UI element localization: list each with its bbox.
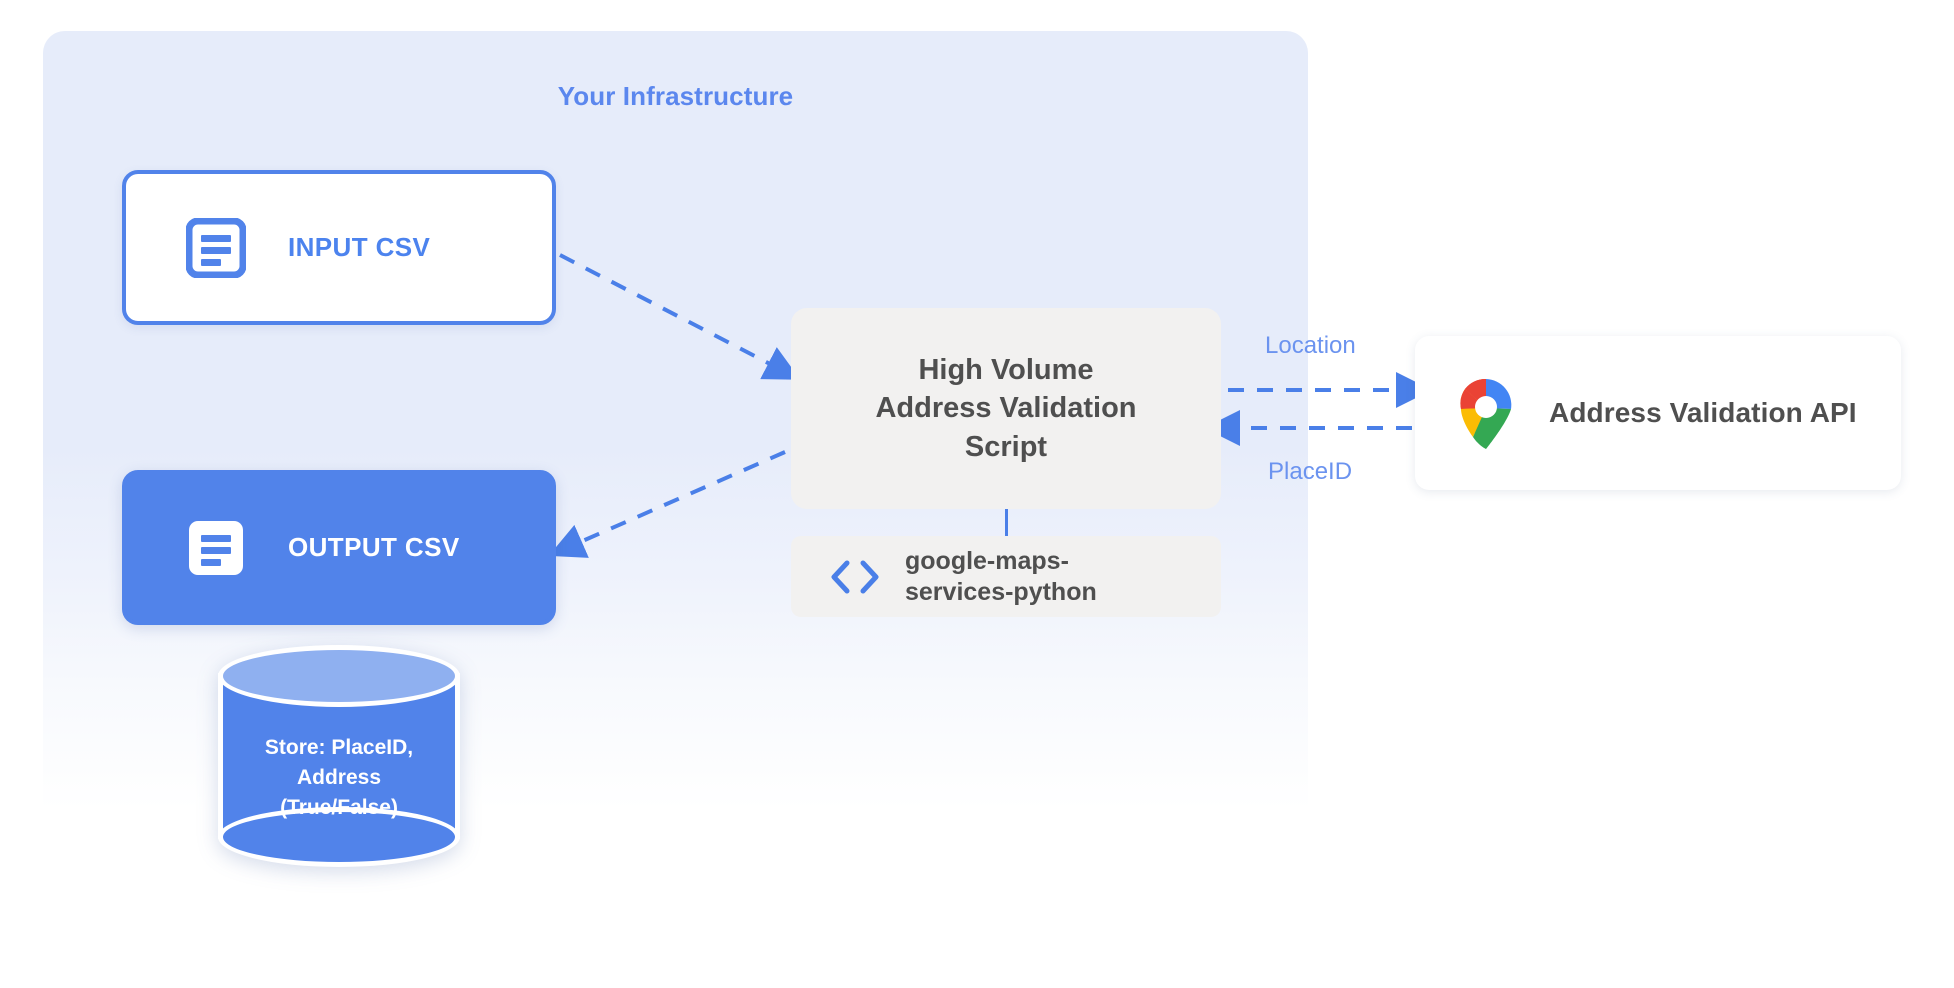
library-line-1: google-maps- — [905, 547, 1069, 575]
script-line-3: Script — [964, 430, 1048, 463]
google-maps-pin-icon — [1455, 377, 1517, 449]
panel-title: Your Infrastructure — [557, 81, 794, 111]
script-library-connector — [1005, 509, 1008, 537]
script-line-1: High Volume — [918, 354, 1094, 387]
node-output-csv[interactable]: OUTPUT CSV — [122, 470, 556, 625]
node-label-output-csv: OUTPUT CSV — [288, 532, 460, 562]
node-label-api: Address Validation API — [1549, 397, 1857, 428]
script-line-2: Address Validation — [875, 392, 1137, 425]
node-label-library: google-maps- services-python — [905, 546, 1097, 607]
node-input-csv[interactable]: INPUT CSV — [122, 170, 556, 325]
db-line-1: Store: PlaceID, — [264, 736, 414, 759]
library-line-2: services-python — [905, 577, 1097, 606]
db-line-2: Address — [296, 765, 382, 789]
db-label: Store: PlaceID, Address (True/False) — [218, 733, 460, 822]
db-bottom-ellipse — [218, 807, 460, 867]
document-icon — [185, 217, 247, 278]
edge-label-placeid: PlaceID — [1268, 458, 1353, 485]
db-line-3: (True/False) — [280, 795, 398, 819]
edge-label-location: Location — [1265, 332, 1356, 359]
node-database-store[interactable]: Store: PlaceID, Address (True/False) — [218, 645, 460, 867]
document-icon — [186, 518, 246, 578]
node-label-input-csv: INPUT CSV — [288, 232, 431, 262]
node-google-maps-services-python[interactable]: google-maps- services-python — [791, 536, 1221, 617]
db-top-ellipse — [218, 645, 460, 707]
node-validation-script[interactable]: High Volume Address Validation Script — [791, 308, 1221, 509]
node-address-validation-api[interactable]: Address Validation API — [1415, 336, 1901, 490]
code-brackets-icon — [827, 557, 883, 597]
